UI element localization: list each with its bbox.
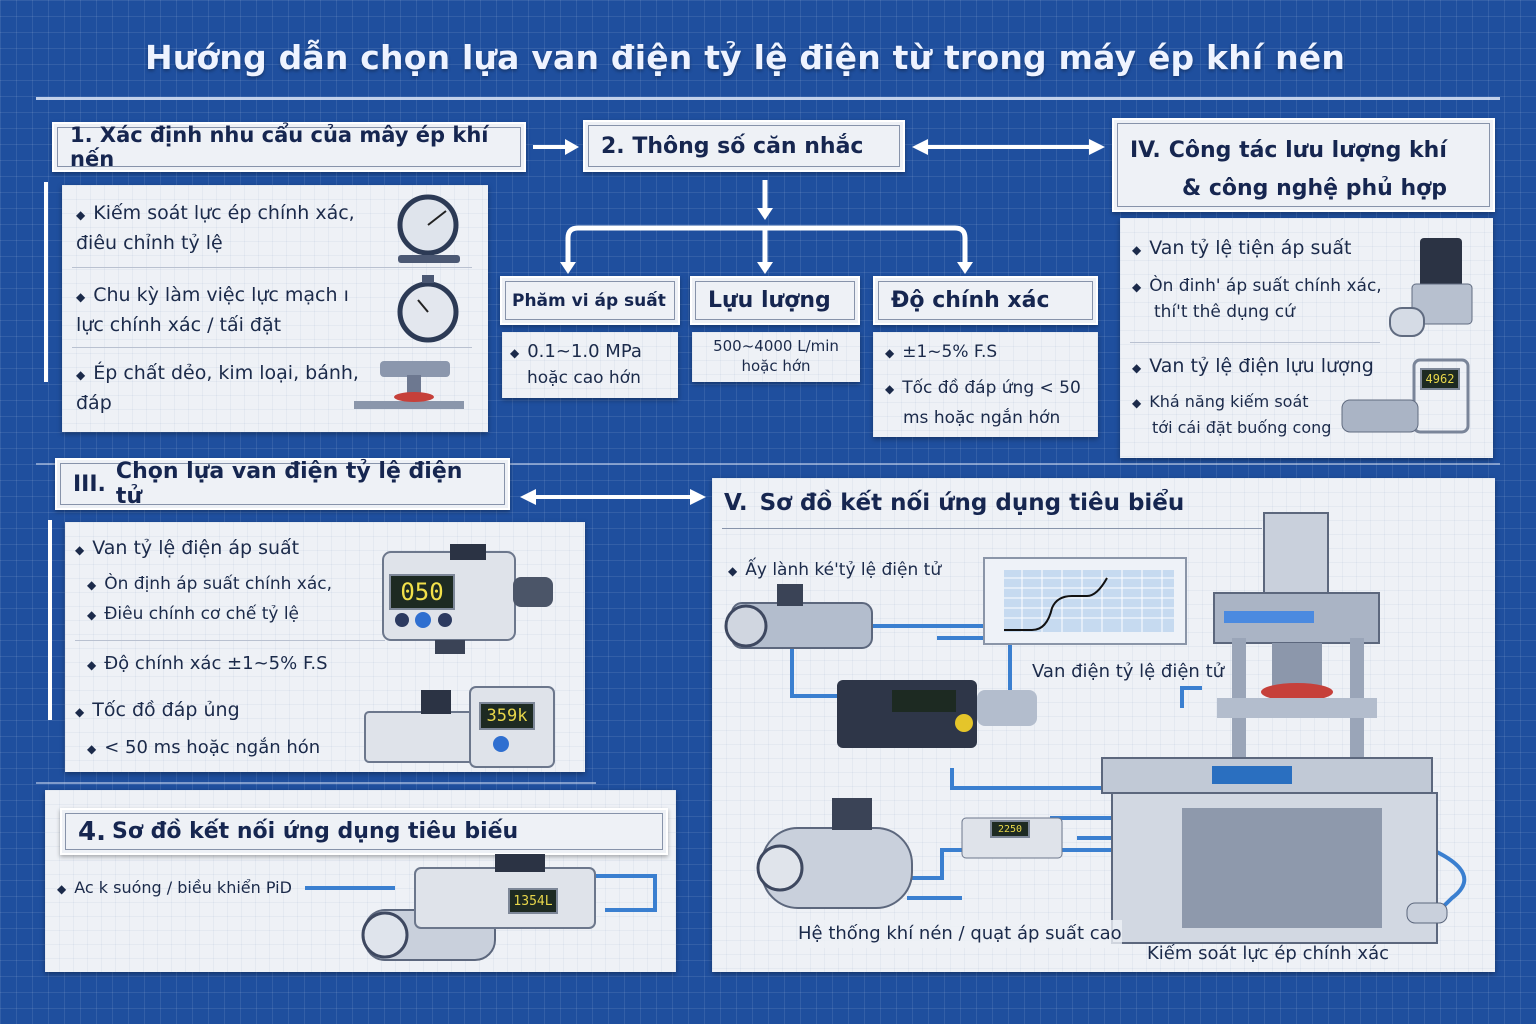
section2-header: 2. Thông số căn nhắc <box>583 120 905 172</box>
section-iii-item-2: Òn định áp suất chính xác, <box>104 574 333 594</box>
section-iii-connector <box>48 520 52 720</box>
flow-valve-display: 4962 <box>1420 368 1460 390</box>
pressure-range-header: Phăm vi áp suất <box>500 276 680 325</box>
valve-display-1: 050 <box>389 574 455 610</box>
row-divider <box>36 463 1500 465</box>
pressure-range-value: ◆0.1~1.0 MPa <box>510 341 642 362</box>
section-iv-item-4: Khá năng kiếm soát <box>1149 392 1309 411</box>
flow-valve-icon <box>1341 358 1470 434</box>
regulator-display: 2250 <box>990 820 1030 838</box>
section-v-header: V.Sơ đồ kết nối ứng dụng tiêu biểu <box>724 490 1185 516</box>
title-divider <box>36 97 1500 100</box>
response-time-note: ms hoặc ngắn hớn <box>903 408 1061 428</box>
row-divider-2 <box>36 782 596 784</box>
connection-diagram <box>724 512 1467 944</box>
section-v-bullet: Ấy lành ké'tỷ lệ điện tử <box>745 560 942 580</box>
section1-connector <box>44 182 48 382</box>
section-iv-header: IV. Công tác lưu lượng khí & công nghệ ph… <box>1112 118 1495 212</box>
page-title: Hướng dẫn chọn lựa van điện tỷ lệ điện t… <box>145 38 1346 77</box>
section4-header: 4.Sơ đồ kết nối ứng dụng tiêu biếu <box>60 808 668 855</box>
section1-item-2: ◆Chu kỳ làm việc lực mạch ı lực chính xá… <box>76 284 349 336</box>
section-iii-item-3: Điêu chính cơ chế tỷ lệ <box>104 604 300 624</box>
section-iv-item-2b: thí't thê dụng cứ <box>1154 302 1295 322</box>
pneumatic-system-label: Hệ thống khí nén / quạt áp suất cao <box>798 920 1122 948</box>
section-iv-item-3: Van tỷ lệ điện lựu lượng <box>1149 355 1374 377</box>
section4-panel: 4.Sơ đồ kết nối ứng dụng tiêu biếu ◆Ac k… <box>45 790 676 972</box>
pressure-valve-icon <box>1389 238 1473 337</box>
flow-note: hoặc hớn <box>741 357 811 375</box>
accuracy-card: ◆±1~5% F.S ◆Tốc đồ đáp ứng < 50 ms hoặc … <box>873 332 1098 437</box>
section-iv-item-4b: tới cái đặt buống cong <box>1152 418 1332 437</box>
section-iii-title: Chọn lựa van điện tỷ lệ điện tử <box>115 459 463 509</box>
section-iii-card: ◆Van tỷ lệ điện áp suất ◆Òn định áp suất… <box>65 522 585 772</box>
force-control-label: Kiếm soát lực ép chính xác <box>1147 943 1390 964</box>
valve-display-2: 359k <box>479 702 535 730</box>
flow-card: 500~4000 L/min hoặc hớn <box>692 332 860 382</box>
section-iii-item-1: Van tỷ lệ điện áp suất <box>92 537 300 559</box>
accuracy-value: ±1~5% F.S <box>902 342 998 362</box>
press-machine-icon <box>354 361 464 409</box>
pressure-gauge-icon <box>397 194 460 263</box>
arrow-1-2 <box>533 145 567 149</box>
section-iv-item-2: Òn đinh' áp suất chính xác, <box>1149 276 1382 296</box>
response-time: Tốc đồ đáp ứng < 50 <box>902 378 1081 398</box>
controller-unit-icon <box>364 686 555 768</box>
pressure-range-card: ◆0.1~1.0 MPa hoặc cao hớn <box>502 332 678 398</box>
section1-card: ◆Kiếm soát lực ép chính xác, điêu chỉnh … <box>62 185 488 432</box>
section1-item-3: ◆Ép chất dẻo, kim loại, bánh, đáp <box>76 362 359 414</box>
section1-header: 1. Xác định nhu cẩu của mây ép khí nến <box>52 122 526 172</box>
section-iv-item-1: Van tỷ lệ tiện áp suất <box>1149 237 1352 259</box>
section-iii-item-6: < 50 ms hoặc ngắn hón <box>104 737 321 758</box>
section-iv-title-1: Công tác lưu lượng khí <box>1168 138 1447 163</box>
pid-display: 1354L <box>508 888 558 914</box>
valve-label: Van điện tỷ lệ điện tử <box>1032 661 1225 682</box>
accuracy-header: Độ chính xác <box>873 276 1098 325</box>
section-iii-item-5: Tốc đồ đáp ủng <box>92 699 240 721</box>
section-iv-card: ◆Van tỷ lệ tiện áp suất ◆Òn đinh' áp suấ… <box>1120 218 1493 458</box>
section-iii-header: III. Chọn lựa van điện tỷ lệ điện tử <box>55 458 510 510</box>
arrow-head-icon <box>565 139 579 155</box>
flow-value: 500~4000 L/min <box>713 337 839 355</box>
stopwatch-icon <box>397 275 459 343</box>
pid-valve-assembly-icon <box>305 854 657 961</box>
pressure-range-note: hoặc cao hớn <box>527 368 641 388</box>
section-v-panel: V.Sơ đồ kết nối ứng dụng tiêu biểu ◆Ấy l… <box>712 478 1495 972</box>
section2-connectors <box>520 139 1105 505</box>
section-iii-number: III. <box>73 471 106 497</box>
section-iii-item-4: Độ chính xác ±1~5% F.S <box>104 653 328 674</box>
section4-bullet: Ac k suóng / biều khiển PiD <box>74 878 292 897</box>
flow-header: Lựu lượng <box>690 276 860 325</box>
section-iv-title-2: & công nghệ phủ hợp <box>1182 176 1447 201</box>
section-iv-number: IV. <box>1130 138 1161 163</box>
section1-item-1: ◆Kiếm soát lực ép chính xác, điêu chỉnh … <box>76 202 355 254</box>
